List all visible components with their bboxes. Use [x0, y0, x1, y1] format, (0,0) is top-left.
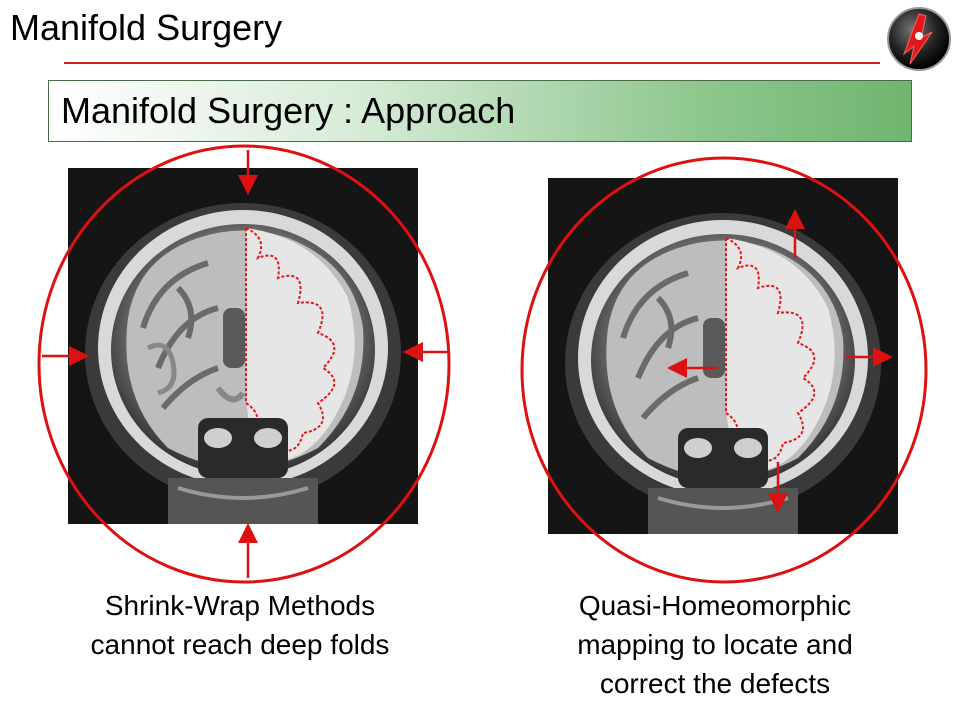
- caption-shrink-wrap: Shrink-Wrap Methods cannot reach deep fo…: [20, 586, 460, 664]
- brain-mri-image-right: [548, 178, 898, 534]
- caption-right-line2: mapping to locate and: [577, 629, 853, 661]
- caption-right-line1: Quasi-Homeomorphic: [578, 590, 852, 621]
- lightning-logo-icon: [887, 7, 951, 71]
- subtitle-bar: Manifold Surgery : Approach: [48, 80, 912, 142]
- slide-title: Manifold Surgery: [10, 7, 283, 48]
- caption-left-line2: cannot reach deep folds: [90, 629, 390, 661]
- title-rule: [64, 62, 880, 64]
- subtitle-text: Manifold Surgery : Approach: [61, 90, 516, 131]
- caption-left-line1: Shrink-Wrap Methods: [104, 590, 376, 621]
- caption-right-line3: correct the defects: [599, 668, 831, 700]
- brain-mri-image-left: [68, 168, 418, 524]
- caption-homeomorphic: Quasi-Homeomorphic mapping to locate and…: [500, 586, 930, 704]
